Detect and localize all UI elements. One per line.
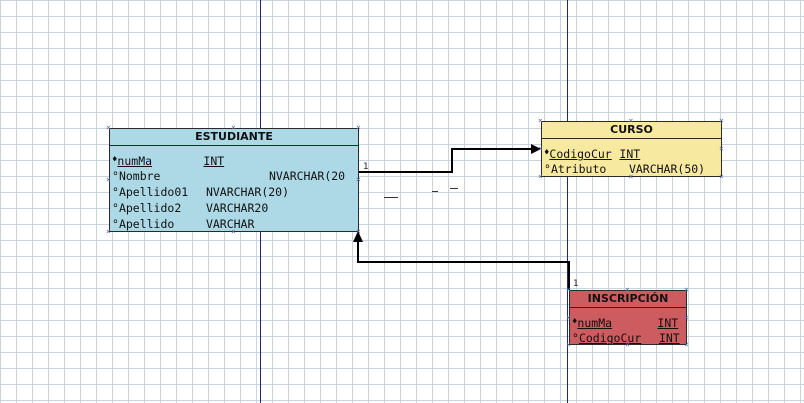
- column-row[interactable]: °Apellido VARCHAR: [112, 216, 254, 232]
- column-row[interactable]: ♦numMa INT: [572, 314, 678, 330]
- selection-handle-mark[interactable]: ×: [231, 227, 236, 236]
- selection-handle-mark[interactable]: ×: [566, 340, 571, 349]
- selection-handle-mark[interactable]: ×: [625, 285, 630, 294]
- selection-handle-mark[interactable]: ×: [628, 116, 634, 125]
- column-type: INT: [619, 147, 641, 161]
- selection-handle-mark[interactable]: ×: [538, 144, 543, 153]
- column-row[interactable]: °Nombre NVARCHAR(20: [112, 168, 345, 184]
- column-name: Atributo: [550, 162, 607, 176]
- column-name: Nombre: [118, 169, 161, 183]
- selection-handle-mark[interactable]: ×: [628, 172, 634, 181]
- stray-mark: [384, 197, 398, 198]
- column-row[interactable]: ♦numMa INT: [112, 152, 224, 168]
- column-type: VARCHAR: [205, 217, 255, 231]
- attribute-marker: °: [112, 217, 119, 231]
- selection-handle-mark[interactable]: ×: [106, 123, 111, 132]
- entity-curso[interactable]: CURSO ♦CodigoCur INT °Atributo VARCHAR(50): [541, 121, 722, 177]
- selection-handle-mark[interactable]: ×: [106, 227, 111, 236]
- attribute-marker: °: [544, 162, 551, 176]
- entity-title: INSCRIPCIÓN: [570, 291, 686, 308]
- cardinality-label: 1: [363, 162, 369, 172]
- column-name: Apellido01: [118, 185, 189, 199]
- column-row[interactable]: °Apellido2 VARCHAR20: [112, 200, 268, 216]
- column-type: NVARCHAR(20: [268, 169, 346, 183]
- entity-title: CURSO: [542, 122, 721, 139]
- selection-handle-mark[interactable]: ×: [625, 340, 630, 349]
- selection-handle-mark[interactable]: ×: [719, 144, 724, 153]
- relationship-line-estudiante-curso: [359, 148, 540, 173]
- selection-handle-mark[interactable]: ×: [684, 340, 689, 349]
- column-type: INT: [658, 331, 680, 345]
- column-type: INT: [657, 316, 679, 330]
- column-type: INT: [203, 154, 225, 168]
- column-name: Apellido2: [118, 201, 182, 215]
- column-type: NVARCHAR(20): [205, 185, 290, 199]
- selection-handle-mark[interactable]: ×: [684, 285, 689, 294]
- selection-handle-mark[interactable]: ×: [566, 285, 571, 294]
- column-row[interactable]: °Atributo VARCHAR(50): [544, 161, 705, 177]
- attribute-marker: °: [572, 331, 579, 345]
- column-name: CodigoCur: [578, 331, 642, 345]
- selection-handle-mark[interactable]: ×: [719, 172, 724, 181]
- selection-handle-mark[interactable]: ×: [106, 175, 111, 184]
- selection-handle-mark[interactable]: ×: [719, 116, 724, 125]
- selection-handle-mark[interactable]: ×: [684, 312, 689, 322]
- column-type: VARCHAR20: [205, 201, 269, 215]
- attribute-marker: °: [112, 185, 119, 199]
- primary-key-marker: ♦: [544, 148, 550, 158]
- stray-mark: [450, 188, 458, 189]
- attribute-marker: °: [112, 169, 119, 183]
- cardinality-label: 1: [573, 279, 579, 289]
- selection-handle-mark[interactable]: ×: [538, 116, 543, 125]
- column-row[interactable]: ♦CodigoCur INT: [544, 145, 640, 161]
- relationship-line-inscripcion-estudiante: [357, 232, 570, 290]
- selection-handle-mark[interactable]: ×: [356, 175, 361, 184]
- primary-key-marker: ♦: [112, 155, 118, 165]
- primary-key-marker: ♦: [572, 317, 578, 327]
- selection-handle-mark[interactable]: ×: [231, 123, 236, 132]
- column-type: VARCHAR(50): [628, 162, 706, 176]
- column-row[interactable]: °CodigoCur INT: [572, 330, 680, 346]
- column-name: numMa: [117, 154, 153, 168]
- stray-mark: [432, 191, 438, 192]
- arrowhead-estudiante: [353, 231, 363, 242]
- page-boundary-line: [567, 0, 568, 403]
- column-name: CodigoCur: [549, 147, 612, 161]
- entity-title: ESTUDIANTE: [110, 129, 358, 146]
- selection-handle-mark[interactable]: ×: [566, 312, 571, 322]
- column-name: numMa: [577, 316, 613, 330]
- selection-handle-mark[interactable]: ×: [538, 172, 543, 181]
- column-name: Apellido: [118, 217, 175, 231]
- attribute-marker: °: [112, 201, 119, 215]
- arrowhead-curso: [531, 144, 541, 154]
- selection-handle-mark[interactable]: ×: [356, 227, 361, 236]
- selection-handle-mark[interactable]: ×: [356, 123, 361, 132]
- column-row[interactable]: °Apellido01 NVARCHAR(20): [112, 184, 289, 200]
